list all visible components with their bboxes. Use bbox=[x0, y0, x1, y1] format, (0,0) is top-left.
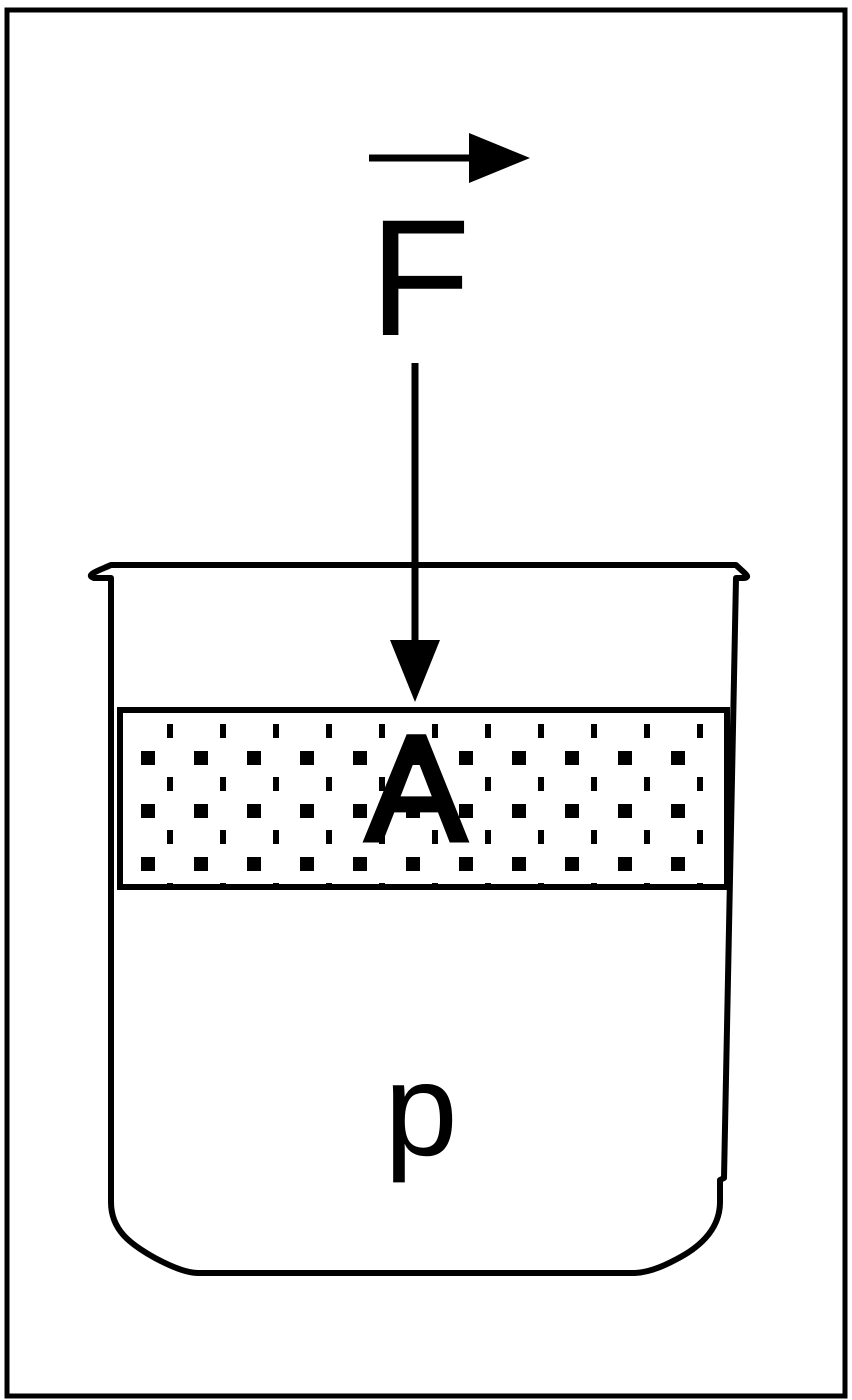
beaker bbox=[87, 562, 751, 1276]
pressure-label: p bbox=[384, 1036, 457, 1183]
vector-arrow-icon bbox=[369, 133, 530, 183]
outer-frame bbox=[4, 7, 848, 1399]
piston bbox=[117, 707, 730, 890]
force-arrow bbox=[390, 363, 440, 702]
force-label: F bbox=[369, 186, 470, 371]
piston-label: A bbox=[366, 704, 466, 872]
